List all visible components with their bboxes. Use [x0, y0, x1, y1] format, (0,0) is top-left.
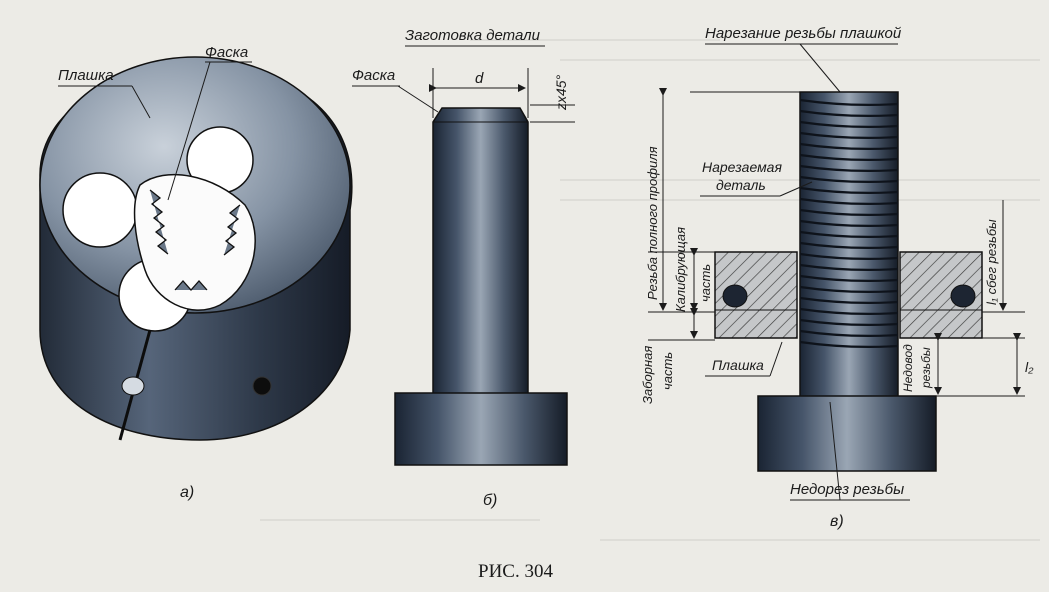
- figure-caption: РИС. 304: [478, 561, 553, 582]
- panel-c-workpiece-2: деталь: [716, 177, 766, 193]
- thread-crest: [799, 175, 899, 183]
- thread-crest: [799, 164, 899, 172]
- thread-crest: [799, 329, 899, 337]
- panel-b-letter: б): [483, 492, 497, 509]
- panel-a-die: Плашка Фаска а): [39, 44, 353, 501]
- panel-b-chamfer-leader-tail: [397, 85, 439, 113]
- panel-c-title: Нарезание резьбы плашкой: [705, 25, 902, 42]
- panel-b-title: Заготовка детали: [405, 27, 541, 44]
- panel-c-undercut: Недорез резьбы: [790, 481, 904, 498]
- panel-b-chamfer-label: Фаска: [352, 67, 395, 84]
- die-side-screw-hole: [252, 376, 272, 396]
- thread-crest: [799, 131, 899, 139]
- thread-crest: [799, 241, 899, 249]
- panel-c-threaded-rod: [799, 91, 899, 403]
- panel-a-die-leader-tail: [131, 85, 151, 119]
- panel-c-die-hole-left: [722, 284, 748, 308]
- panel-b-dim-d: d: [475, 70, 484, 87]
- panel-c-runout: l₁ сбег резьбы: [984, 219, 999, 305]
- panel-c-letter: в): [830, 513, 844, 530]
- panel-c-incomplete-1: Недовод: [901, 344, 915, 392]
- thread-crest: [799, 252, 899, 260]
- thread-crest: [799, 307, 899, 315]
- die-hole-left: [62, 172, 138, 248]
- thread-crest: [799, 219, 899, 227]
- panel-b-blank: Заготовка детали d Фаска zx45° б): [352, 27, 575, 509]
- panel-c-die-leader-tail: [769, 341, 783, 377]
- thread-crest: [799, 318, 899, 326]
- die-thread-teeth: [149, 189, 241, 291]
- panel-c-title-leader: [799, 43, 841, 93]
- panel-b-head: [394, 392, 568, 466]
- panel-c-calibrating-1: Калибрующая: [673, 227, 688, 312]
- panel-c-workpiece-leader-tail: [779, 181, 813, 197]
- thread-crest: [799, 230, 899, 238]
- panel-c-die-label: Плашка: [712, 357, 764, 373]
- thread-crest: [799, 197, 899, 205]
- panel-c-incomplete-2: резьбы: [919, 347, 933, 389]
- panel-c-workpiece-1: Нарезаемая: [702, 159, 782, 175]
- panel-c-l2: l₂: [1025, 359, 1034, 375]
- thread-crest: [799, 98, 899, 106]
- die-thread-hole: [133, 173, 256, 311]
- thread-crest: [799, 109, 899, 117]
- thread-crest: [799, 142, 899, 150]
- panel-b-chamfer-dim: zx45°: [553, 74, 569, 111]
- thread-crest: [799, 340, 899, 348]
- panel-a-chamfer-label: Фаска: [205, 44, 248, 61]
- thread-crest: [799, 120, 899, 128]
- thread-crest: [799, 296, 899, 304]
- panel-b-rod: [432, 107, 529, 401]
- thread-crest: [799, 208, 899, 216]
- panel-c-intake-2: часть: [660, 352, 675, 390]
- thread-crest: [799, 285, 899, 293]
- panel-a-chamfer-leader-tail: [167, 61, 211, 201]
- panel-c-full-thread: Резьба полного профиля: [645, 146, 660, 300]
- panel-a-die-label: Плашка: [58, 67, 114, 84]
- panel-c-head: [757, 395, 937, 472]
- die-side-ball: [121, 376, 145, 396]
- panel-c-die-hole-right: [950, 284, 976, 308]
- panel-a-letter: а): [180, 484, 194, 501]
- thread-crests: [799, 98, 899, 348]
- thread-crest: [799, 186, 899, 194]
- panel-c-intake-1: Заборная: [640, 346, 655, 404]
- thread-crest: [799, 263, 899, 271]
- panel-c-thread-cutting: Нарезание резьбы плашкой Нарезае: [640, 25, 1034, 530]
- panel-c-calibrating-2: часть: [698, 264, 713, 302]
- thread-crest: [799, 274, 899, 282]
- thread-crest: [799, 153, 899, 161]
- panel-c-undercut-leader-tail: [829, 401, 841, 501]
